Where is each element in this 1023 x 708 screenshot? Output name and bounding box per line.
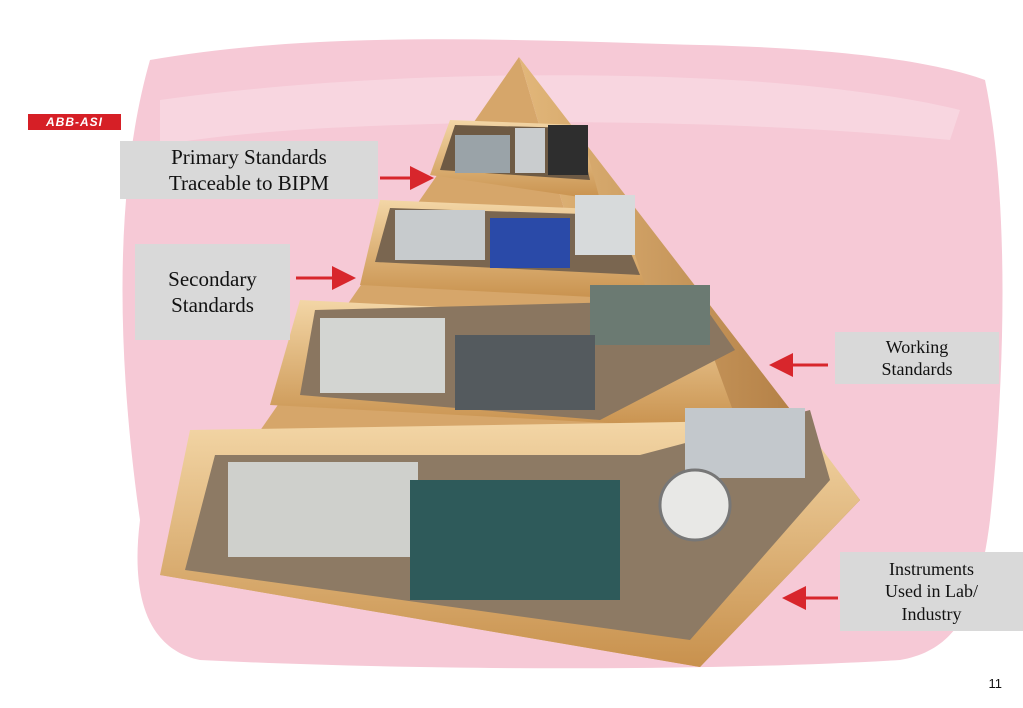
page-number: 11 [988,676,1003,691]
instrument-photo [575,195,635,255]
instrument-photo [395,210,485,260]
label-primary-standards: Primary Standards Traceable to BIPM [120,141,378,199]
instrument-photo [590,285,710,345]
instrument-photo [685,408,805,478]
label-instruments: Instruments Used in Lab/ Industry [840,552,1023,631]
instrument-photo [548,125,588,175]
instrument-photo [490,218,570,268]
label-secondary-standards: Secondary Standards [135,244,290,340]
instrument-photo [228,462,418,557]
pressure-gauge-photo [658,468,732,542]
pink-wash-streak [160,75,960,145]
company-logo: ABB-ASI [25,114,121,130]
instrument-photo [515,128,545,173]
instrument-photo [410,480,620,600]
instrument-photo [320,318,445,393]
label-working-standards: Working Standards [835,332,999,384]
instrument-photo [455,335,595,410]
instrument-photo [455,135,510,173]
